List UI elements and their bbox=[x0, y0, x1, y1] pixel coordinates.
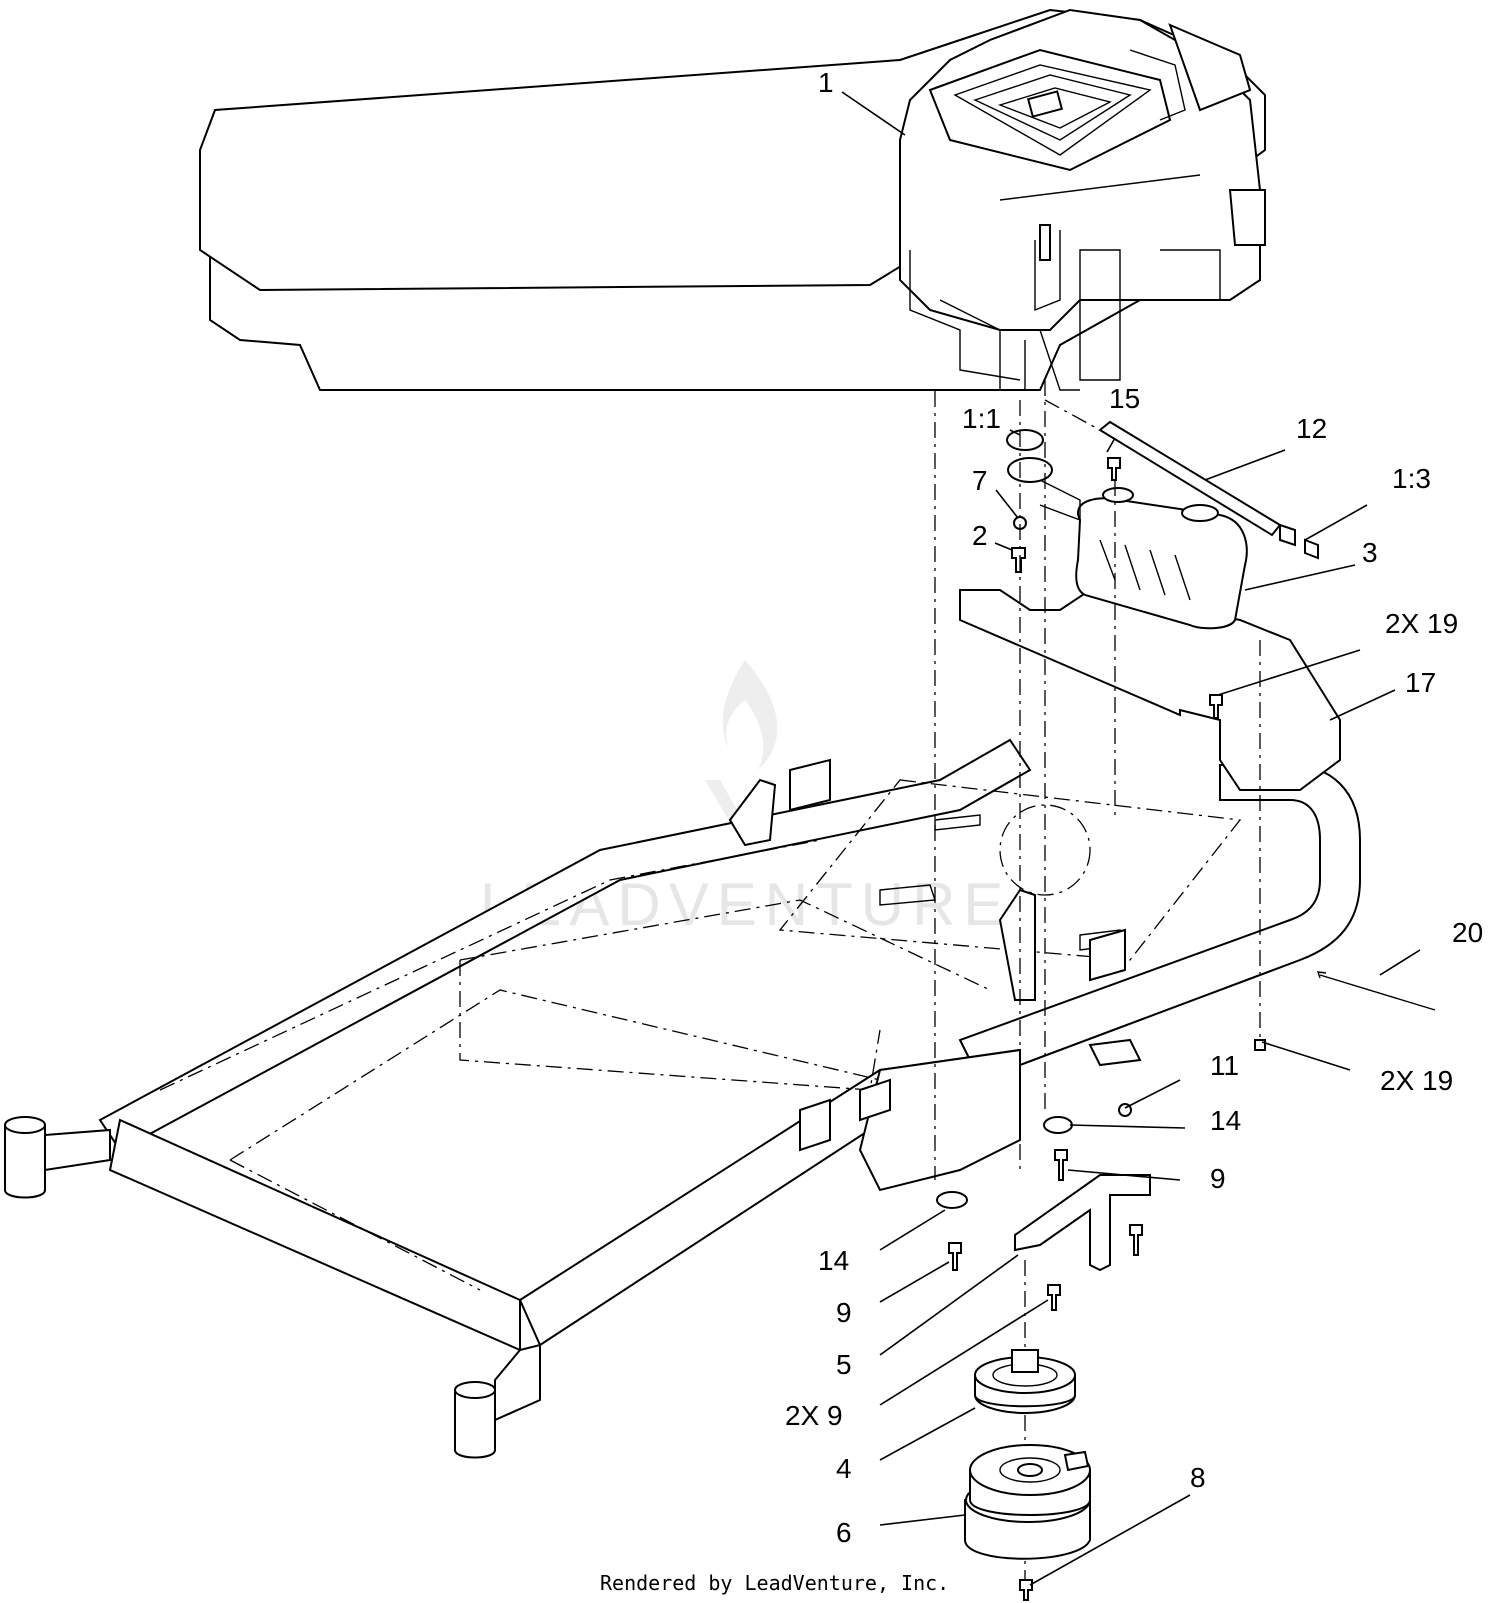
clutch bbox=[964, 1444, 1091, 1560]
frame-front-crossbar bbox=[108, 1118, 521, 1352]
bolt-19b bbox=[1254, 1039, 1266, 1051]
callout-2x9: 2X 9 bbox=[785, 1400, 843, 1431]
callout-1-3: 1:3 bbox=[1392, 463, 1431, 494]
bolt-9d bbox=[1129, 1224, 1143, 1256]
bolt-9a bbox=[1054, 1149, 1068, 1181]
callout-9-left: 9 bbox=[836, 1297, 852, 1328]
callout-8: 8 bbox=[1190, 1462, 1206, 1493]
frame-tab-c bbox=[859, 1078, 891, 1122]
muffler bbox=[1075, 487, 1248, 630]
cable-tie bbox=[1319, 974, 1436, 1011]
callout-17: 17 bbox=[1405, 667, 1436, 698]
callout-5: 5 bbox=[836, 1349, 852, 1380]
right-caster-mount bbox=[454, 1343, 541, 1459]
pipe-nut bbox=[1279, 523, 1296, 547]
left-caster-mount bbox=[4, 1116, 111, 1199]
callout-2: 2 bbox=[972, 520, 988, 551]
callout-4: 4 bbox=[836, 1453, 852, 1484]
callout-14-left: 14 bbox=[818, 1245, 849, 1276]
bolt-15 bbox=[1107, 457, 1121, 481]
footer-credit: Rendered by LeadVenture, Inc. bbox=[600, 1571, 949, 1595]
right-handle-bracket bbox=[998, 888, 1036, 1001]
washer-14b bbox=[936, 1191, 968, 1209]
callout-1: 1 bbox=[818, 67, 834, 98]
frame-side-plate bbox=[858, 1048, 1021, 1192]
leader-lines bbox=[841, 91, 1421, 1586]
callouts: 1 1:1 15 12 1:3 7 2 3 2X 19 17 20 2X 19 … bbox=[785, 67, 1483, 1548]
bolt-9b bbox=[948, 1242, 962, 1271]
callout-9-right: 9 bbox=[1210, 1163, 1226, 1194]
callout-6: 6 bbox=[836, 1517, 852, 1548]
engine-deck-plate bbox=[778, 779, 1242, 961]
frame-tab-a bbox=[789, 758, 831, 812]
pulley bbox=[974, 1349, 1076, 1414]
frame-tab-d bbox=[799, 1098, 831, 1152]
callout-1-1: 1:1 bbox=[962, 403, 1001, 434]
callout-11: 11 bbox=[1210, 1050, 1239, 1081]
callout-7: 7 bbox=[972, 465, 988, 496]
callout-14-right: 14 bbox=[1210, 1105, 1241, 1136]
bolt-9c bbox=[1047, 1284, 1061, 1311]
bolt-2 bbox=[1011, 547, 1026, 573]
frame-tab-e bbox=[1088, 1038, 1142, 1067]
frame-tab-b bbox=[1089, 928, 1126, 982]
callout-20: 20 bbox=[1452, 917, 1483, 948]
callout-2x19-bottom: 2X 19 bbox=[1380, 1065, 1453, 1096]
bolt-19a bbox=[1209, 694, 1223, 719]
exhaust-flange bbox=[1007, 457, 1053, 483]
pipe-end bbox=[1304, 538, 1319, 560]
left-handle-bracket bbox=[728, 778, 777, 847]
exhaust-shield bbox=[959, 588, 1341, 791]
flame-logo-icon bbox=[722, 660, 778, 770]
bolt-8 bbox=[1019, 1579, 1033, 1601]
callout-15: 15 bbox=[1109, 383, 1140, 414]
washer-14a bbox=[1043, 1116, 1073, 1134]
mower-frame bbox=[4, 738, 1361, 1459]
mounting-bracket bbox=[1014, 1174, 1151, 1272]
exhaust-gasket bbox=[1006, 429, 1044, 451]
callout-2x19-top: 2X 19 bbox=[1385, 608, 1458, 639]
callout-3: 3 bbox=[1362, 537, 1378, 568]
engine bbox=[199, 8, 1266, 391]
callout-12: 12 bbox=[1296, 413, 1327, 444]
frame-left-rail bbox=[98, 738, 1032, 1152]
